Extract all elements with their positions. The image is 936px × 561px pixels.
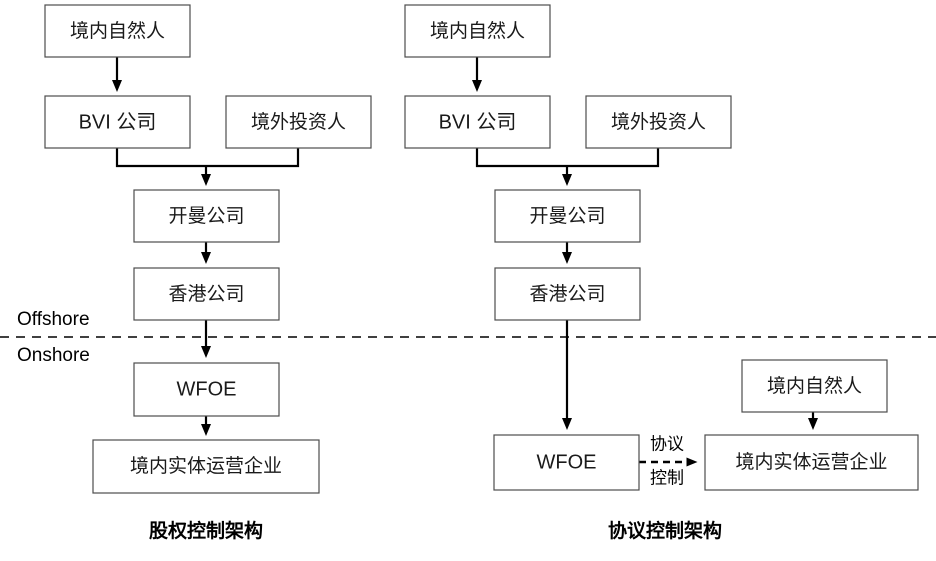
label-offshore: Offshore xyxy=(17,309,90,330)
label-left-hongkong-company: 香港公司 xyxy=(168,283,244,305)
box-right-domestic-operating-entity xyxy=(704,434,919,491)
box-left-domestic-individual xyxy=(44,4,191,58)
label-left-wfoe: WFOE xyxy=(177,378,237,400)
label-left-cayman-company: 开曼公司 xyxy=(168,206,244,227)
box-left-domestic-operating-entity xyxy=(92,439,320,494)
label-right-cayman-company: 开曼公司 xyxy=(529,206,605,227)
edge-left-bvi-investor-join xyxy=(115,148,300,168)
box-right-bvi-company xyxy=(404,95,551,149)
label-right-bvi-company: BVI 公司 xyxy=(439,111,517,133)
box-left-hongkong-company xyxy=(133,267,280,321)
label-right-domestic-operating-entity: 境内实体运营企业 xyxy=(735,451,887,473)
box-left-wfoe xyxy=(133,362,280,417)
box-right-wfoe xyxy=(493,434,640,491)
box-right-domestic-individual-lower xyxy=(741,359,888,413)
offshore-onshore-divider-group: Offshore Onshore xyxy=(0,309,936,366)
label-left-offshore-investor: 境外投资人 xyxy=(251,111,346,133)
box-left-cayman-company xyxy=(133,189,280,243)
label-left-bvi-company: BVI 公司 xyxy=(79,111,157,133)
label-right-offshore-investor: 境外投资人 xyxy=(611,111,706,133)
box-left-bvi-company xyxy=(44,95,191,149)
right-diagram-group: 境内自然人 BVI 公司 境外投资人 开曼公司 香港公司 境内自然人 WFOE … xyxy=(404,4,919,542)
label-agreement-control-line-one: 协议 xyxy=(650,434,684,453)
caption-right-diagram: 协议控制架构 xyxy=(608,519,722,542)
label-right-hongkong-company: 香港公司 xyxy=(529,283,605,305)
left-diagram-group: 境内自然人 BVI 公司 境外投资人 开曼公司 香港公司 WFOE 境内实体运营… xyxy=(44,4,372,542)
label-agreement-control-line-two: 控制 xyxy=(650,468,684,487)
edge-right-bvi-investor-join xyxy=(475,148,660,168)
label-right-wfoe: WFOE xyxy=(537,451,597,473)
label-left-domestic-operating-entity: 境内实体运营企业 xyxy=(130,455,282,477)
label-right-domestic-individual-top: 境内自然人 xyxy=(430,20,525,42)
box-right-offshore-investor xyxy=(585,95,732,149)
label-right-domestic-individual-lower: 境内自然人 xyxy=(767,375,862,397)
box-right-cayman-company xyxy=(494,189,641,243)
label-onshore: Onshore xyxy=(17,345,90,366)
box-right-hongkong-company xyxy=(494,267,641,321)
box-left-offshore-investor xyxy=(225,95,372,149)
label-left-domestic-individual: 境内自然人 xyxy=(70,20,165,42)
box-right-domestic-individual-top xyxy=(404,4,551,58)
caption-left-diagram: 股权控制架构 xyxy=(149,519,263,542)
